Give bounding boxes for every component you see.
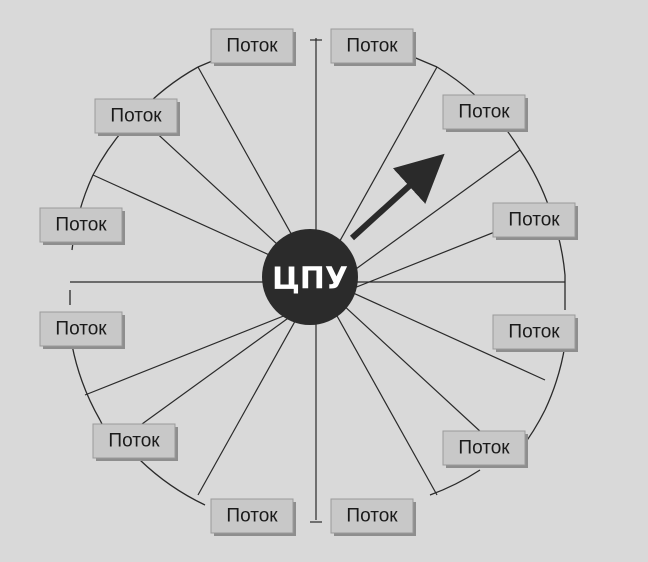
thread-node-box <box>210 498 294 534</box>
thread-node: Поток <box>210 28 296 66</box>
direction-arrow <box>349 153 445 241</box>
thread-label: Поток <box>226 36 278 57</box>
thread-node-box <box>39 311 123 347</box>
cpu-label: ЦПУ <box>272 262 348 297</box>
thread-node-box <box>442 94 526 130</box>
thread-node-box <box>492 202 576 238</box>
thread-node-box <box>330 28 414 64</box>
thread-node: Поток <box>442 430 528 468</box>
thread-label: Поток <box>110 106 162 127</box>
thread-node: Поток <box>492 314 578 352</box>
thread-node: Поток <box>492 202 578 240</box>
thread-label: Поток <box>55 215 107 236</box>
thread-node: Поток <box>210 498 296 536</box>
thread-label: Поток <box>458 438 510 459</box>
thread-node: Поток <box>442 94 528 132</box>
thread-label: Поток <box>508 210 560 231</box>
thread-label: Поток <box>346 506 398 527</box>
thread-label: Поток <box>55 319 107 340</box>
thread-node-box <box>330 498 414 534</box>
thread-node-box <box>442 430 526 466</box>
thread-node-box <box>94 98 178 134</box>
thread-label: Поток <box>508 322 560 343</box>
thread-node: Поток <box>92 423 178 461</box>
cpu-circle <box>262 229 358 325</box>
thread-label: Поток <box>226 506 278 527</box>
thread-node-box <box>92 423 176 459</box>
thread-node: Поток <box>39 207 125 245</box>
thread-node-box <box>210 28 294 64</box>
thread-node: Поток <box>39 311 125 349</box>
thread-node: Поток <box>330 498 416 536</box>
thread-node: Поток <box>330 28 416 66</box>
thread-label: Поток <box>108 431 160 452</box>
thread-node-box <box>492 314 576 350</box>
thread-node: Поток <box>94 98 180 136</box>
thread-node-box <box>39 207 123 243</box>
thread-label: Поток <box>346 36 398 57</box>
cpu-hub: ЦПУ <box>262 229 358 325</box>
thread-label: Поток <box>458 102 510 123</box>
